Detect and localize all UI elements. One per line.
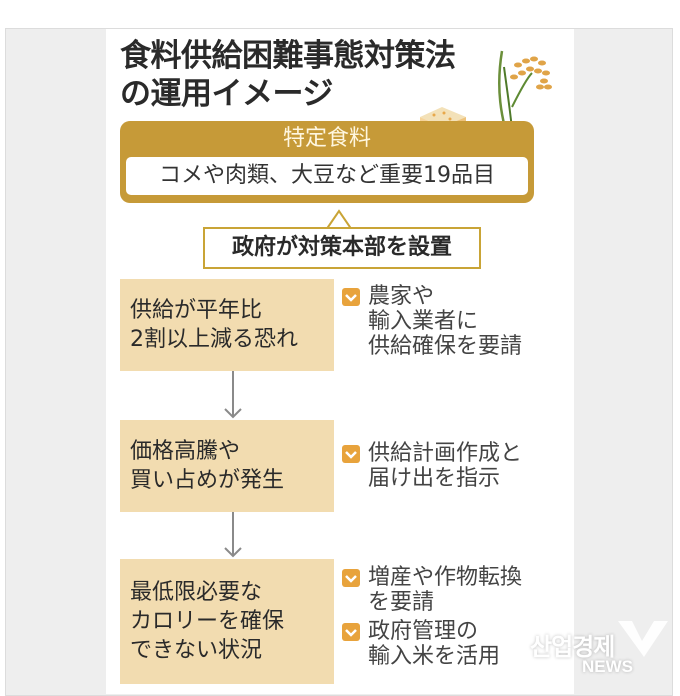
title-line-1: 食料供給困難事態対策法 bbox=[120, 38, 456, 74]
condition-box-3: 最低限必要な カロリーを確保 できない状況 bbox=[120, 559, 334, 684]
action-line: 輸入米を活用 bbox=[368, 644, 501, 669]
action-list-1: 農家や 輸入業者に 供給確保を要請 bbox=[342, 284, 522, 359]
condition-line: 供給が平年比 bbox=[130, 298, 263, 323]
condition-box-2: 価格高騰や 買い占めが発生 bbox=[120, 420, 334, 512]
condition-line: カロリーを確保 bbox=[130, 609, 285, 634]
action-line: 政府管理の bbox=[368, 619, 479, 644]
checkbox-icon bbox=[342, 623, 360, 641]
specified-food-description: コメや肉類、大豆など重要19品目 bbox=[126, 157, 528, 195]
specified-food-heading: 特定食料 bbox=[282, 126, 371, 151]
checkbox-icon bbox=[342, 288, 360, 306]
action-line: 増産や作物転換 bbox=[368, 565, 523, 590]
watermark-brand: 산업경제 bbox=[530, 633, 615, 661]
condition-line: できない状況 bbox=[130, 638, 263, 663]
action-list-2: 供給計画作成と 届け出を指示 bbox=[342, 441, 522, 491]
condition-line: 最低限必要な bbox=[130, 580, 263, 605]
condition-line: 価格高騰や bbox=[130, 439, 241, 464]
down-arrow-icon bbox=[224, 512, 242, 558]
action-line: 届け出を指示 bbox=[368, 466, 501, 491]
infographic-panel: 食料供給困難事態対策法 の運用イメージ 特定食料 コメや肉類、大豆など重要19品… bbox=[106, 29, 574, 694]
checkbox-icon bbox=[342, 569, 360, 587]
specified-food-box: 特定食料 コメや肉類、大豆など重要19品目 bbox=[120, 121, 534, 203]
condition-line: 買い占めが発生 bbox=[130, 468, 285, 493]
brand-logo-icon bbox=[618, 621, 668, 657]
action-line: を要請 bbox=[368, 590, 435, 615]
action-item: 政府管理の 輸入米を活用 bbox=[342, 619, 522, 669]
action-item: 供給計画作成と 届け出を指示 bbox=[342, 441, 522, 491]
headquarters-box: 政府が対策本部を設置 bbox=[203, 227, 481, 269]
action-item: 増産や作物転換 を要請 bbox=[342, 565, 522, 615]
down-arrow-icon bbox=[224, 371, 242, 419]
watermark-sub: NEWS bbox=[582, 657, 633, 676]
action-list-3: 増産や作物転換 を要請 政府管理の 輸入米を活用 bbox=[342, 565, 522, 669]
action-line: 供給確保を要請 bbox=[368, 334, 523, 359]
condition-box-1: 供給が平年比 2割以上減る恐れ bbox=[120, 279, 334, 371]
action-line: 輸入業者に bbox=[368, 309, 479, 334]
action-line: 農家や bbox=[368, 284, 435, 309]
checkbox-icon bbox=[342, 445, 360, 463]
infographic-title: 食料供給困難事態対策法 の運用イメージ bbox=[120, 37, 456, 113]
condition-line: 2割以上減る恐れ bbox=[130, 327, 298, 352]
action-line: 供給計画作成と bbox=[368, 441, 523, 466]
title-line-2: の運用イメージ bbox=[120, 76, 333, 112]
action-item: 農家や 輸入業者に 供給確保を要請 bbox=[342, 284, 522, 359]
news-watermark: 산업경제 NEWS bbox=[530, 617, 670, 677]
